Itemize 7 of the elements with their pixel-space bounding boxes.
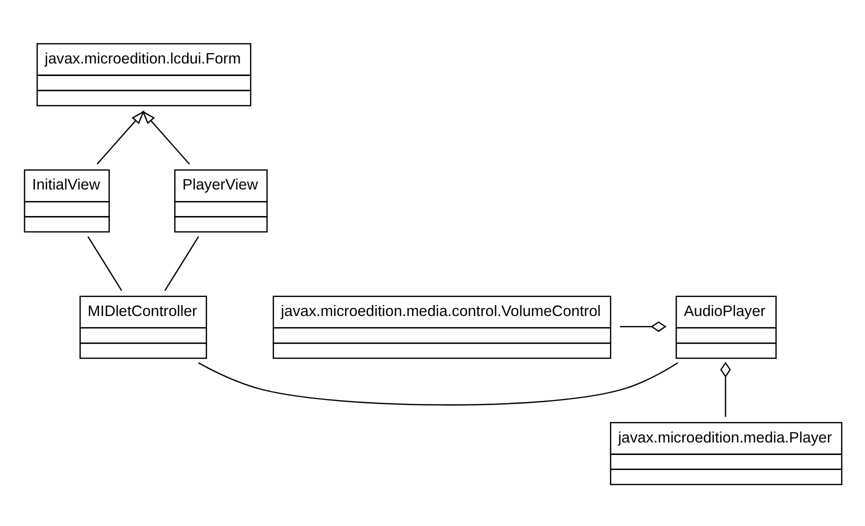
connector <box>620 320 667 332</box>
connector <box>87 236 122 290</box>
connector <box>720 361 731 416</box>
arrow <box>142 110 190 164</box>
arrow <box>96 110 145 164</box>
connector <box>198 362 678 406</box>
connector <box>164 236 200 290</box>
